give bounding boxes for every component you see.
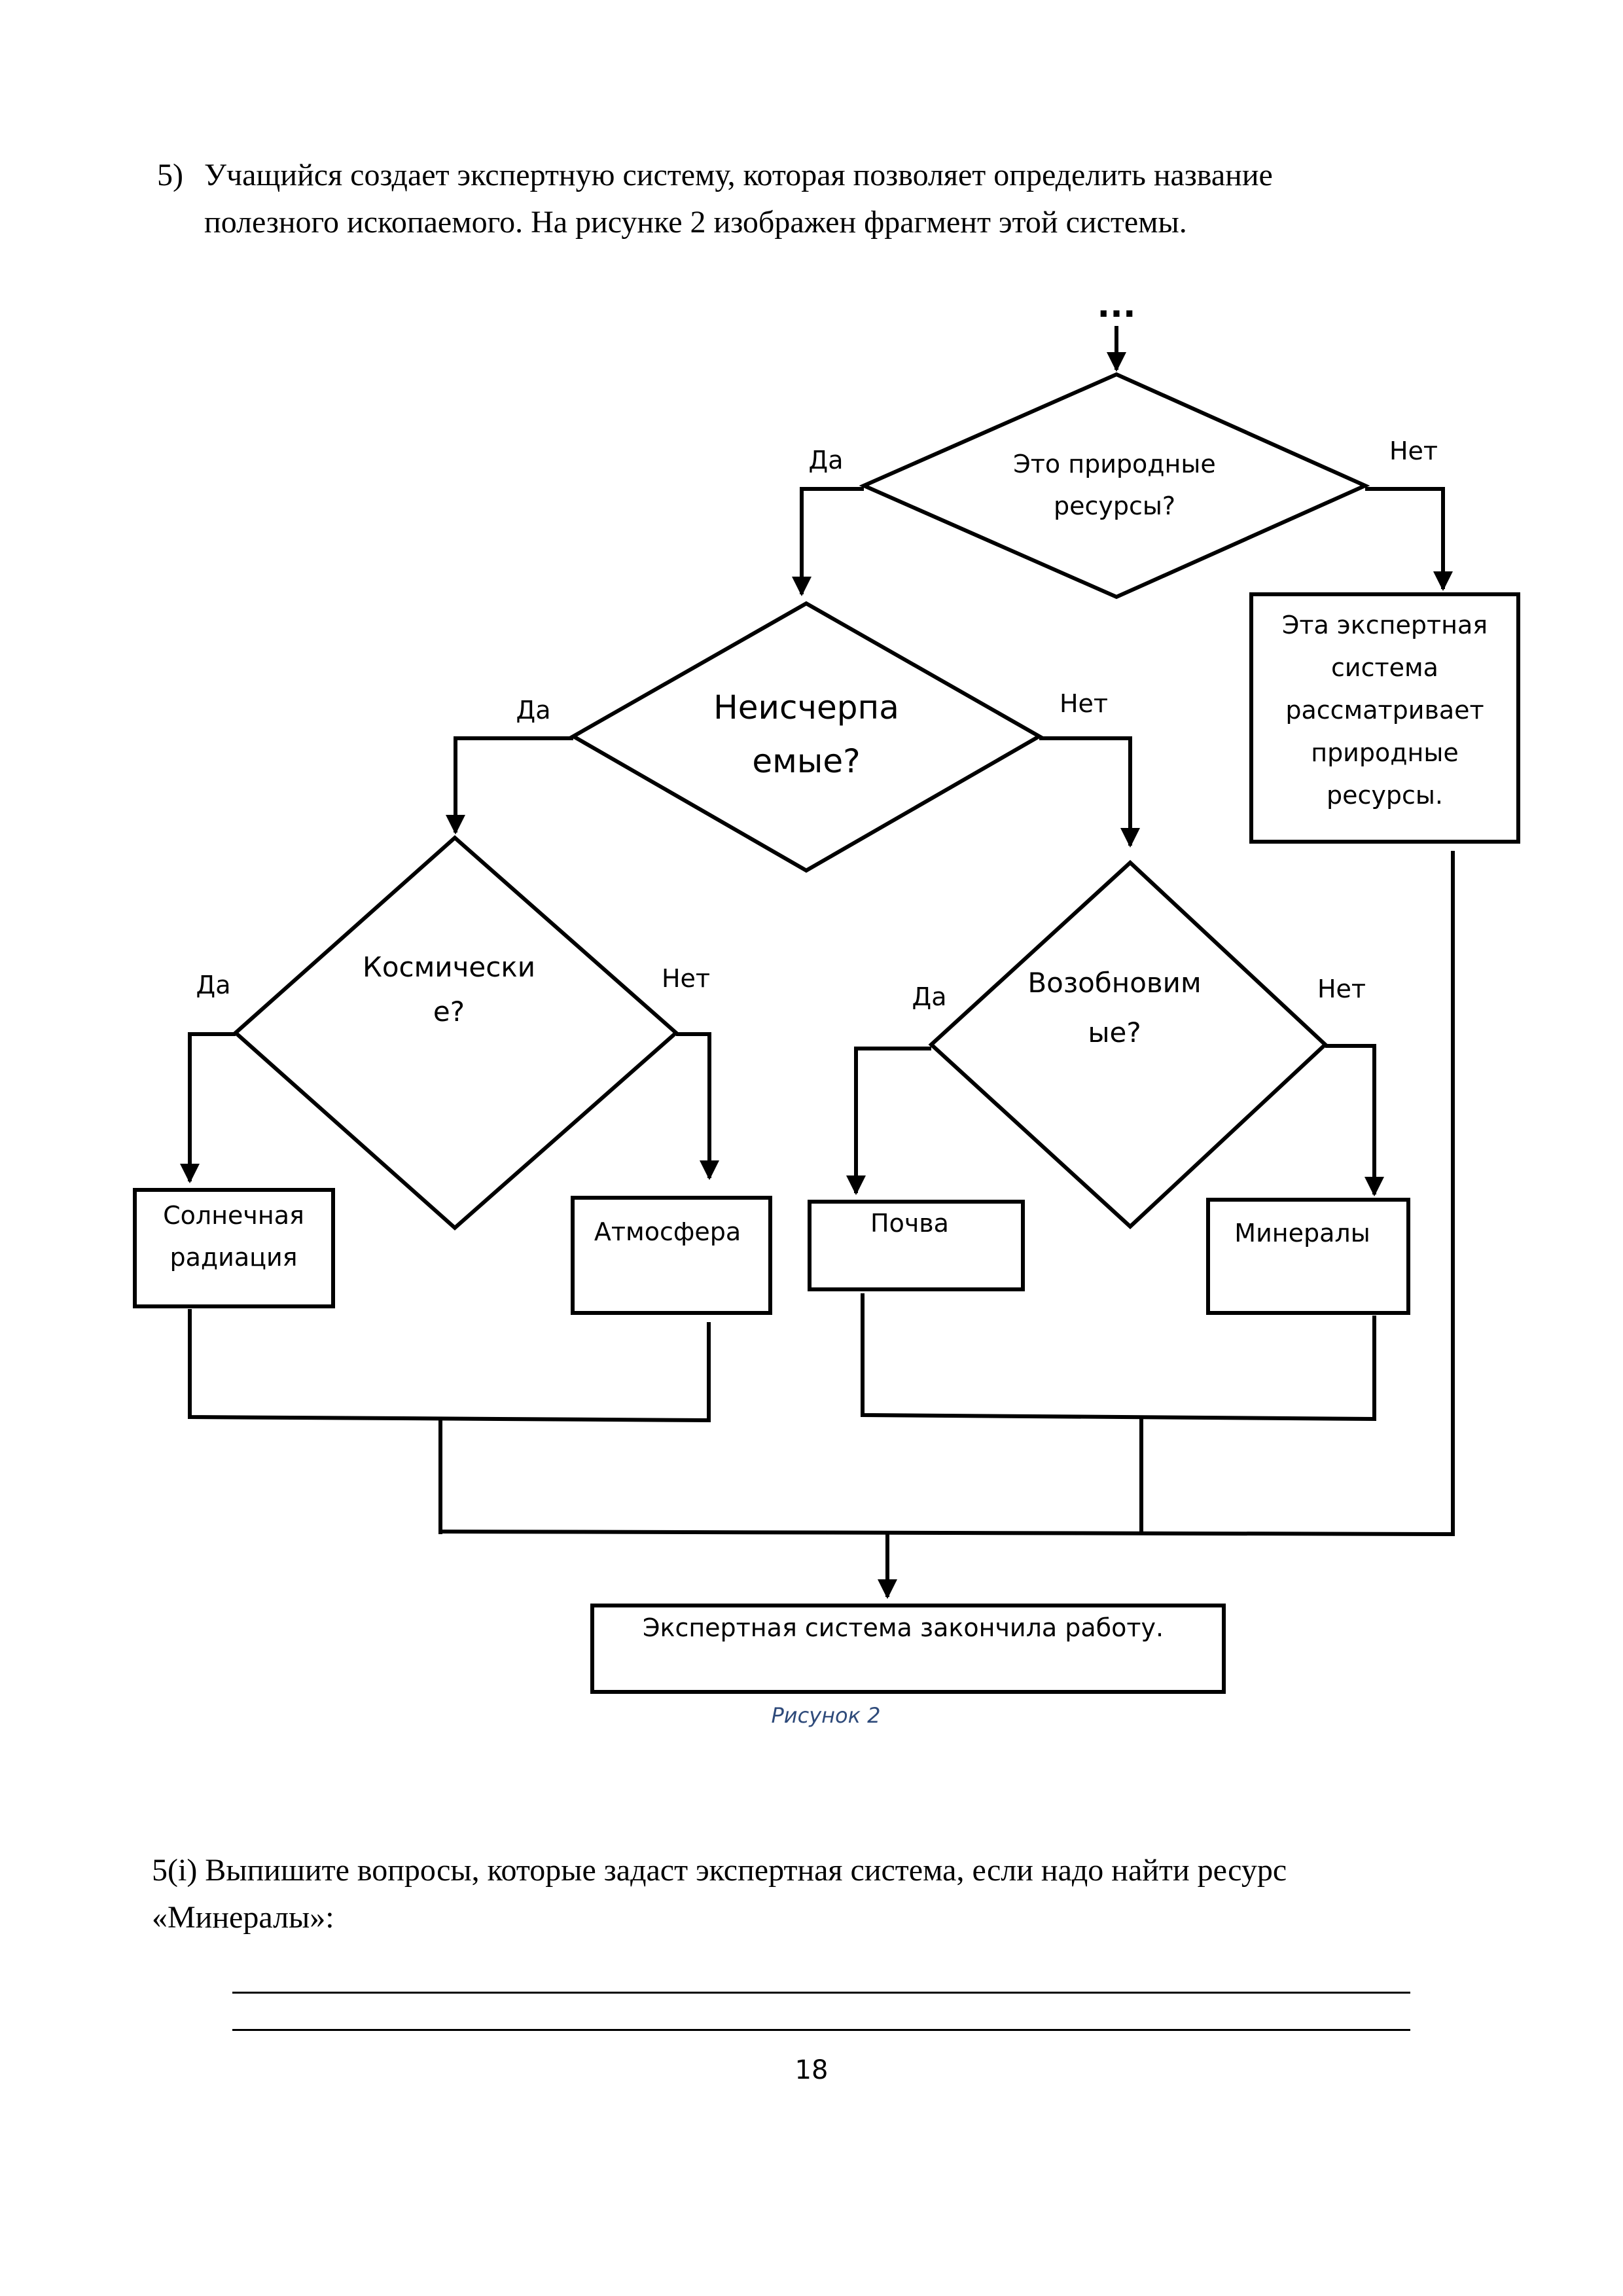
task-line-1: Учащийся создает экспертную систему, кот…	[204, 158, 1273, 192]
continuation-dots: ...	[1097, 286, 1135, 325]
box-atmosphere-label: Атмосфера	[594, 1217, 741, 1246]
box-natural-line-1: Эта экспертная	[1282, 611, 1488, 639]
edge-q4-yes	[846, 1047, 931, 1195]
figure-caption: Рисунок 2	[772, 1703, 881, 1728]
box-natural-line-3: рассматривает	[1285, 696, 1484, 725]
q4-line-1: Возобновим	[1027, 967, 1201, 999]
edge-q3-yes	[180, 1032, 236, 1183]
box-minerals-label: Минералы	[1234, 1219, 1370, 1247]
q2-yes-label: Да	[516, 696, 551, 725]
edge-q4-no	[1325, 1044, 1384, 1196]
decision-inexhaustible	[569, 601, 1044, 873]
q3-line-2: е?	[433, 996, 465, 1028]
edge-q3-no	[676, 1032, 719, 1180]
q4-no-label: Нет	[1317, 975, 1366, 1003]
task-line-2: полезного ископаемого. На рисунке 2 изоб…	[204, 205, 1187, 240]
decision-cosmic	[232, 834, 679, 1231]
q2-line-2: емые?	[752, 742, 860, 780]
box-end-label: Экспертная система закончила работу.	[643, 1613, 1164, 1642]
box-soil	[808, 1200, 1025, 1291]
q4-line-2: ые?	[1088, 1016, 1141, 1049]
box-natural-line-2: система	[1331, 653, 1438, 682]
box-end	[590, 1604, 1226, 1694]
box-natural-line-4: природные	[1311, 738, 1459, 767]
answer-line-2[interactable]	[232, 2029, 1410, 2031]
decision-natural-resources	[859, 372, 1370, 600]
edge-q2-yes	[446, 736, 573, 834]
box-natural-line-5: ресурсы.	[1327, 781, 1443, 810]
question-statement: 5(i) Выпишите вопросы, которые задаст эк…	[152, 1847, 1428, 1941]
edge-q2-no	[1039, 736, 1140, 848]
question-line-2: «Минералы»:	[152, 1900, 334, 1935]
box-minerals	[1206, 1198, 1410, 1315]
edge-q1-yes	[792, 487, 864, 596]
q1-line-2: ресурсы?	[1054, 492, 1175, 520]
box-solar-line-2: радиация	[169, 1243, 297, 1272]
box-soil-label: Почва	[870, 1209, 949, 1238]
q1-line-1: Это природные	[1013, 450, 1216, 478]
q2-line-1: Неисчерпа	[713, 689, 899, 726]
box-natural-resources	[1249, 592, 1520, 844]
q3-yes-label: Да	[196, 971, 231, 999]
merge-right	[861, 1293, 1376, 1422]
q2-no-label: Нет	[1060, 689, 1108, 718]
box-solar-radiation	[133, 1188, 335, 1308]
question-line-1: 5(i) Выпишите вопросы, которые задаст эк…	[152, 1853, 1287, 1888]
answer-line-1[interactable]	[232, 1992, 1410, 1994]
edge-q1-no	[1365, 487, 1453, 591]
page-number: 18	[794, 2055, 829, 2085]
merge-natural	[440, 851, 1455, 1537]
box-atmosphere	[571, 1196, 772, 1315]
task-number: 5)	[157, 158, 183, 192]
merge-left	[188, 1309, 711, 1423]
task-statement: 5) Учащийся создает экспертную систему, …	[157, 152, 1400, 246]
q1-no-label: Нет	[1389, 437, 1438, 465]
decision-renewable	[928, 859, 1329, 1230]
q3-line-1: Космически	[363, 951, 535, 983]
q3-no-label: Нет	[662, 964, 710, 993]
box-solar-line-1: Солнечная	[163, 1201, 304, 1230]
q4-yes-label: Да	[912, 982, 947, 1011]
q1-yes-label: Да	[809, 446, 844, 475]
